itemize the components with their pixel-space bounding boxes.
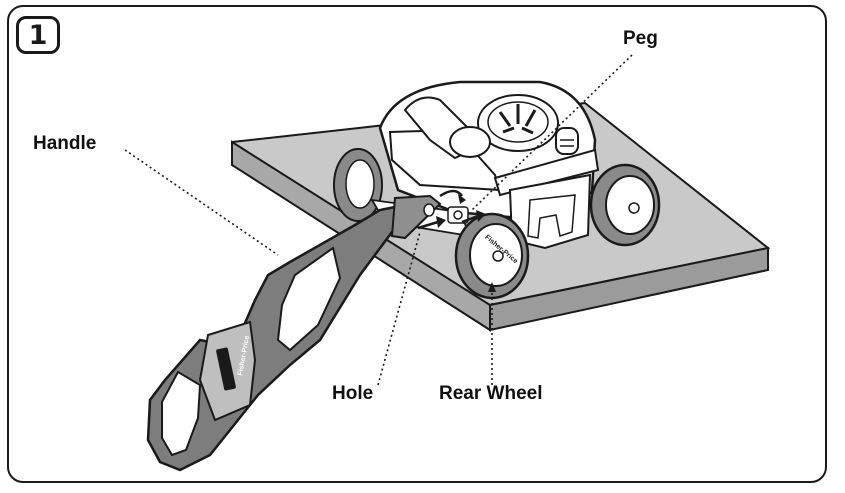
peg-label: Peg xyxy=(623,28,658,49)
step-number-badge: 1 xyxy=(16,16,60,54)
rear-wheel-drawing: Fisher-Price xyxy=(454,212,530,300)
rear-wheel-arrowhead xyxy=(488,282,496,292)
assembly-arrows xyxy=(417,189,486,230)
rear-wheel-label: Rear Wheel xyxy=(439,383,543,404)
front-right-wheel xyxy=(589,163,661,247)
hole-label: Hole xyxy=(332,383,374,404)
leader-lines xyxy=(124,54,633,386)
handle-label: Handle xyxy=(33,133,97,154)
mower-body xyxy=(378,80,600,250)
handle-drawing: Fisher-Price xyxy=(146,194,442,472)
illustration-frame xyxy=(7,5,827,483)
front-left-wheel xyxy=(333,148,383,222)
